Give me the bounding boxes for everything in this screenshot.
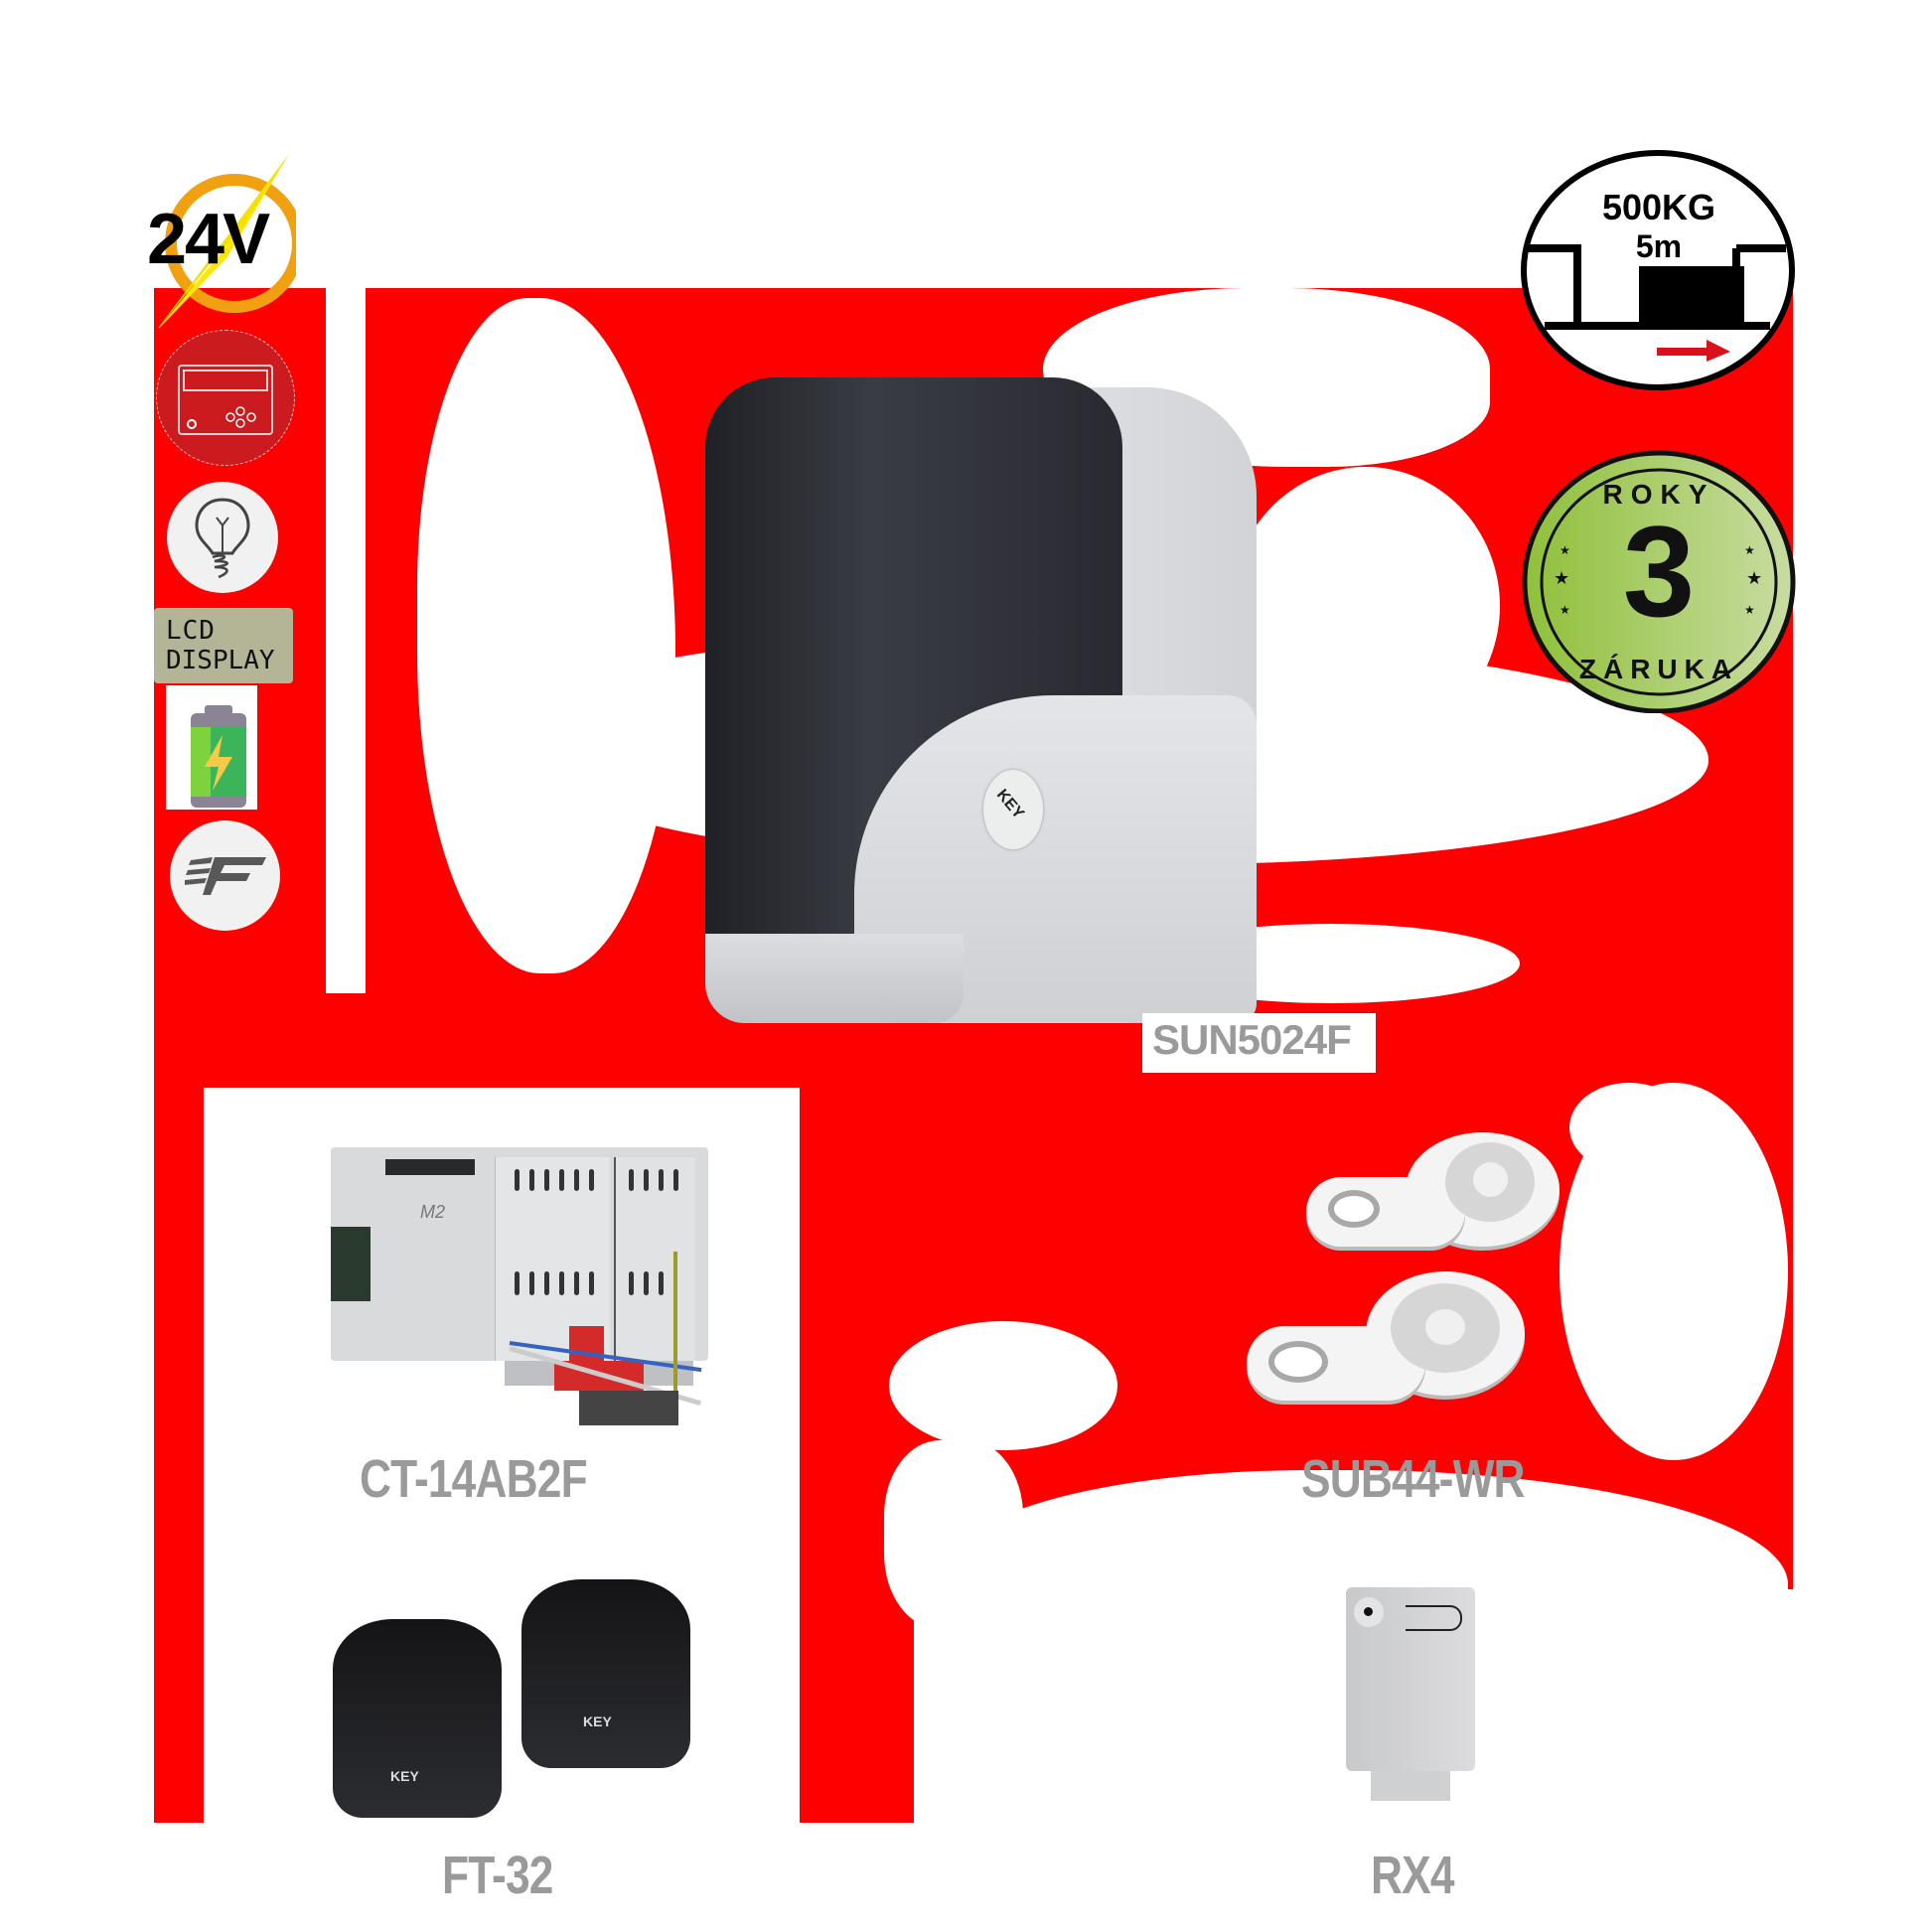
specs-weight: 500KG — [1601, 187, 1716, 227]
photocells-label: FT-32 — [442, 1846, 553, 1905]
warranty-number: 3 — [1622, 499, 1696, 644]
remote-controls-product-image — [1247, 1132, 1564, 1420]
voltage-label: 24V — [147, 200, 270, 279]
module-label: M2 — [420, 1202, 446, 1222]
bg-cutout-right-strip — [1793, 0, 1932, 1932]
specs-badge: 500KG 5m — [1520, 149, 1798, 397]
photocell-2-logo: KEY — [583, 1713, 612, 1729]
specs-length: 5m — [1635, 228, 1683, 264]
lcd-display-icon: LCD DISPLAY — [154, 608, 293, 683]
svg-text:★: ★ — [1554, 568, 1569, 588]
warranty-top-text: ROKY — [1602, 479, 1715, 510]
control-board-label: CT-14AB2F — [360, 1449, 588, 1509]
photocells-product-image: KEY KEY — [328, 1579, 705, 1828]
bg-cutout-feature-column — [326, 288, 366, 993]
svg-text:★: ★ — [1746, 568, 1762, 588]
motor-product-image: KEY — [705, 377, 1271, 1023]
receiver-label: RX4 — [1371, 1846, 1454, 1905]
lcd-line2: DISPLAY — [166, 646, 275, 675]
photocell-1: KEY — [333, 1619, 502, 1818]
voltage-24v-icon: 24V — [147, 149, 304, 338]
key-logo-badge: KEY — [983, 770, 1043, 849]
remote-controls-label: SUB44-WR — [1301, 1449, 1526, 1509]
receiver-product-image — [1346, 1587, 1480, 1806]
bg-cutout-bottom-strip — [0, 1823, 1932, 1932]
svg-text:★: ★ — [1744, 603, 1755, 617]
warranty-badge: ★ ★ ★ ★ ★ ★ ROKY 3 ZÁRUKA — [1520, 415, 1798, 714]
battery-icon — [189, 705, 248, 810]
courtesy-light-icon — [167, 482, 278, 593]
svg-text:★: ★ — [1560, 603, 1570, 617]
motor-label: SUN5024F — [1152, 1016, 1352, 1063]
photocell-1-logo: KEY — [390, 1768, 419, 1784]
svg-text:★: ★ — [1744, 543, 1755, 557]
photocell-2: KEY — [521, 1579, 690, 1768]
fast-motor-icon — [170, 820, 280, 931]
remote-2 — [1247, 1271, 1525, 1411]
svg-text:★: ★ — [1560, 543, 1570, 557]
bg-blob-remote-top — [1569, 1083, 1689, 1172]
bg-blob-right-mid — [1232, 467, 1500, 745]
motor-label-box — [1142, 1013, 1376, 1073]
bg-blob-motor — [417, 298, 675, 973]
control-board-product-image: M2 — [331, 1147, 708, 1425]
remote-1 — [1306, 1132, 1560, 1252]
warranty-bottom-text: ZÁRUKA — [1578, 654, 1739, 684]
key-logo-text: KEY — [992, 786, 1027, 822]
lcd-line1: LCD — [166, 616, 216, 646]
bg-blob-center — [889, 1321, 1117, 1450]
bg-cutout-left-strip — [0, 0, 154, 1932]
control-panel-icon — [154, 328, 296, 467]
